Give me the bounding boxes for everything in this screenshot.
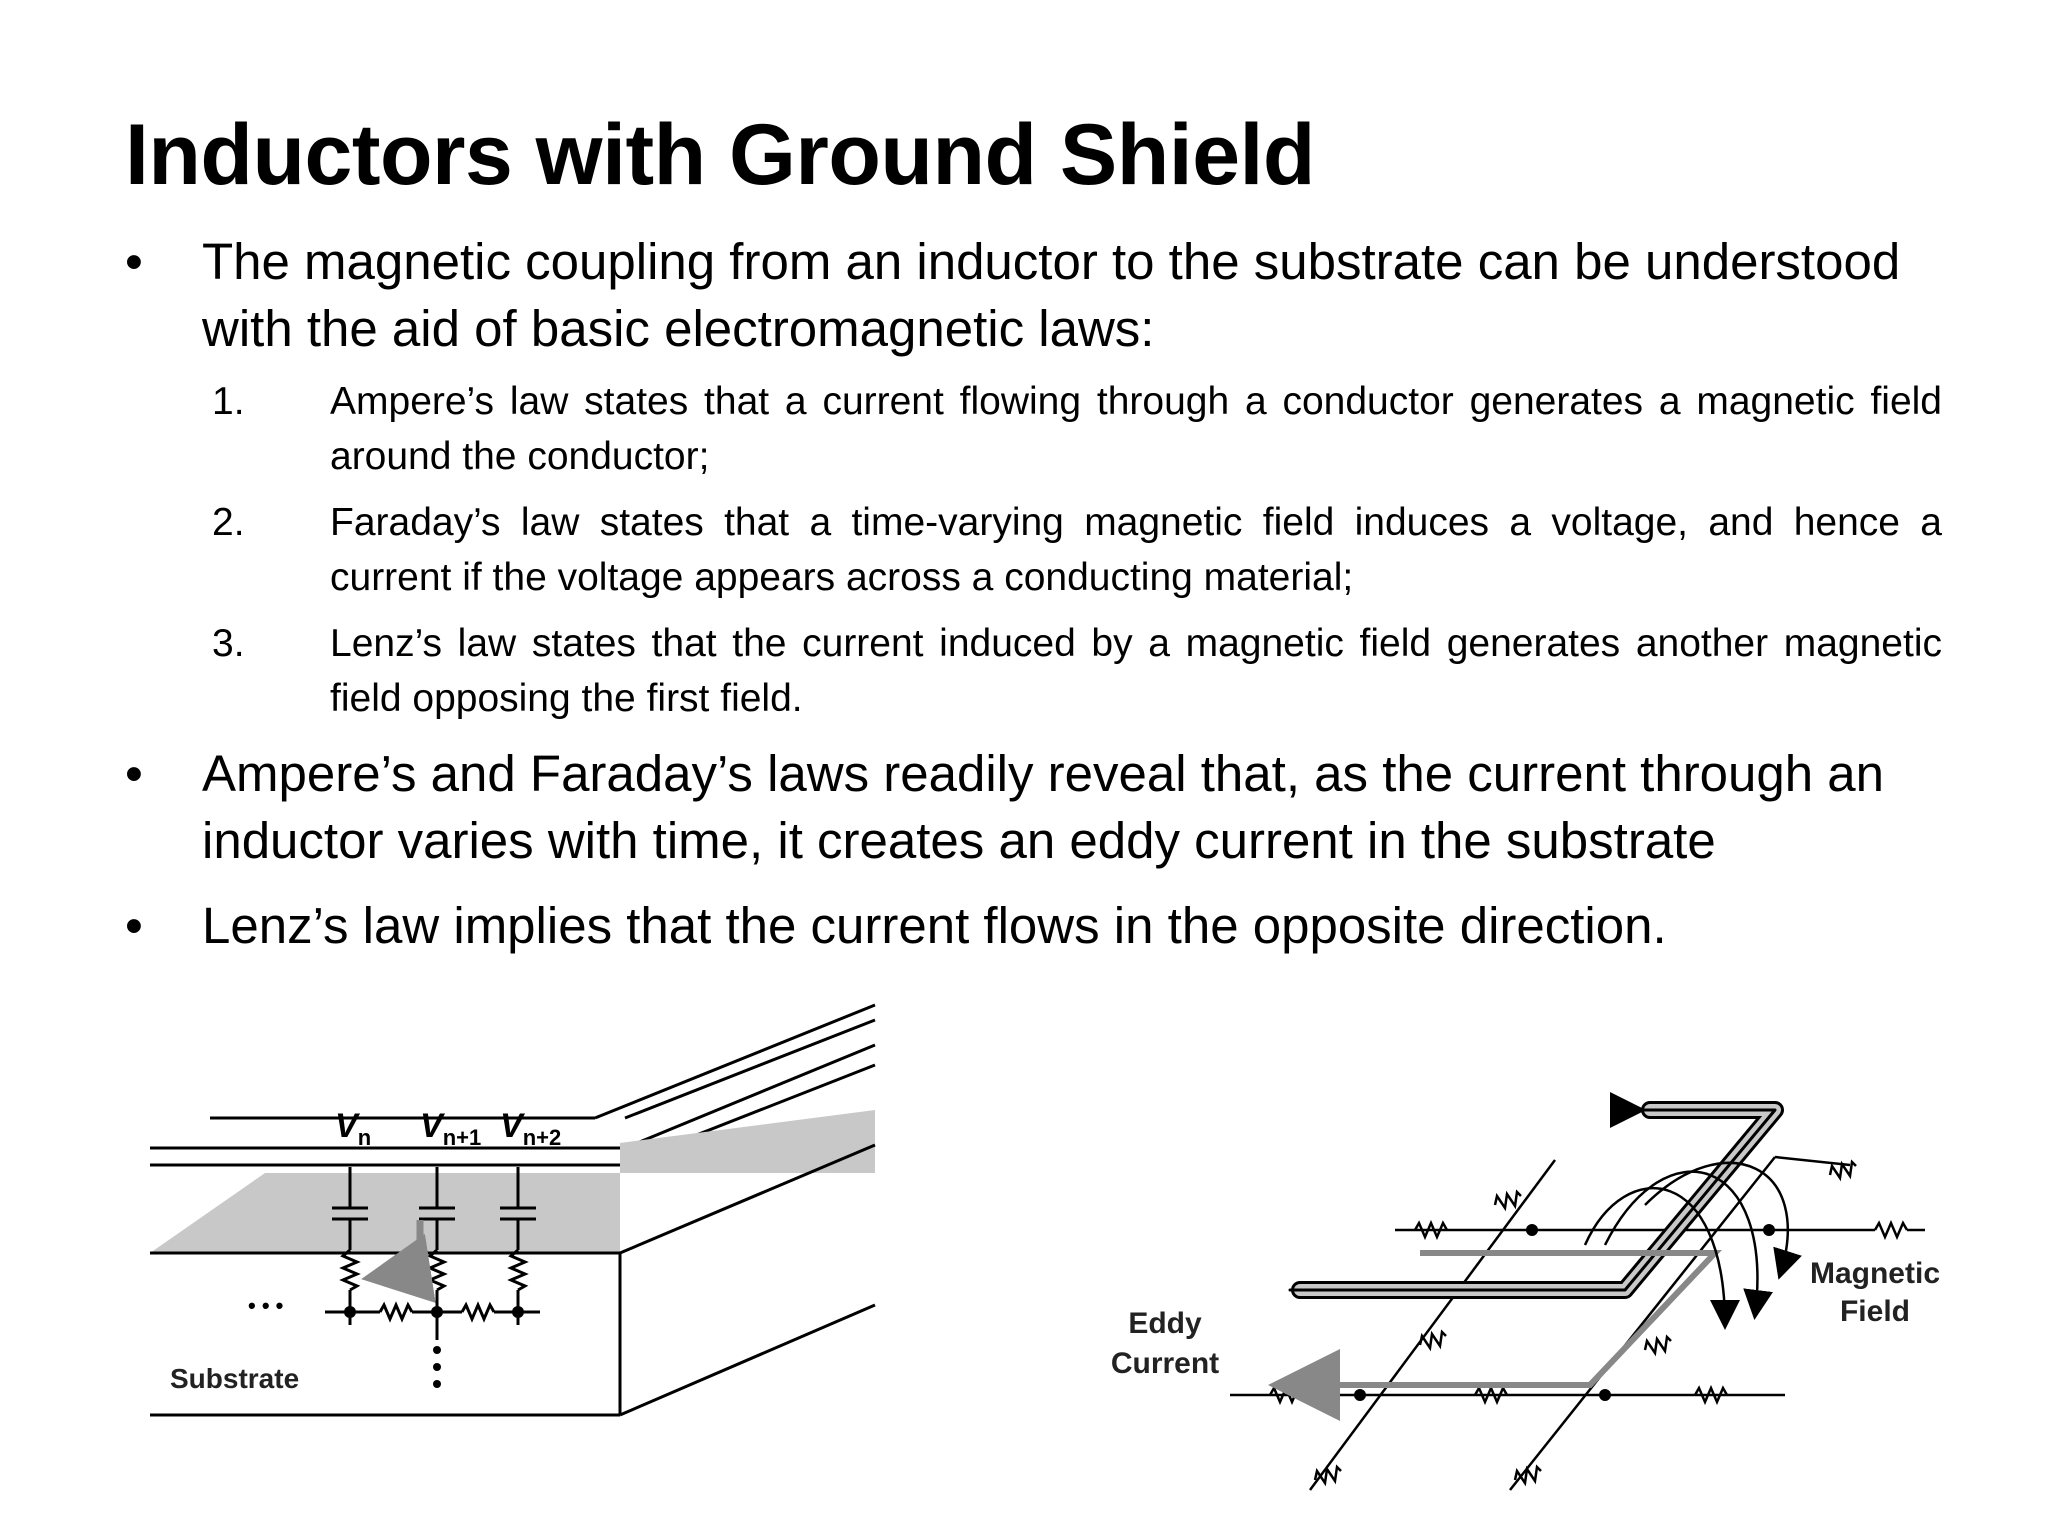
current-path-arrow <box>361 1220 436 1303</box>
substrate-block <box>150 1143 876 1417</box>
law-text: Faraday’s law states that a time-varying… <box>330 501 1942 599</box>
bullet-item-eddy-current: • Ampere’s and Faraday’s laws readily re… <box>125 740 1965 874</box>
substrate-coupling-diagram: Vn Vn+1 Vn+2 • • • Substrate <box>150 1003 876 1417</box>
law-number: 3. <box>212 622 245 665</box>
bullet-item-coupling: • The magnetic coupling from an inductor… <box>125 228 1965 362</box>
law-item-ampere: 1. Ampere’s law states that a current fl… <box>212 374 1942 484</box>
law-item-lenz: 3. Lenz’s law states that the current in… <box>212 616 1942 726</box>
magnetic-field-label-line2: Field <box>1840 1295 1910 1328</box>
bullet-marker: • <box>125 233 143 290</box>
substrate-top-plane <box>150 1173 620 1253</box>
law-text: Lenz’s law states that the current induc… <box>330 622 1942 720</box>
node-label-vn2: Vn+2 <box>500 1107 561 1150</box>
bullet-marker: • <box>125 897 143 954</box>
slide-title: Inductors with Ground Shield <box>125 107 1315 203</box>
bullet-item-lenz: • Lenz’s law implies that the current fl… <box>125 892 1965 959</box>
shield-plane <box>620 1110 875 1173</box>
grid-junction-dots <box>1354 1224 1775 1401</box>
magnetic-field-lines <box>1583 1161 1802 1330</box>
law-item-faraday: 2. Faraday’s law states that a time-vary… <box>212 495 1942 605</box>
law-number: 1. <box>212 380 245 423</box>
junction-dots <box>344 1306 524 1388</box>
law-text: Ampere’s law states that a current flowi… <box>330 380 1942 478</box>
magnetic-field-label-line1: Magnetic <box>1810 1257 1940 1290</box>
bullet-marker: • <box>125 745 143 802</box>
eddy-current-path <box>1268 1250 1722 1421</box>
inductor-trace <box>1288 1092 1784 1299</box>
node-label-vn: Vn <box>335 1107 371 1150</box>
eddy-current-diagram: Eddy Current Magnetic Field <box>1111 1092 1940 1491</box>
bullet-text: Lenz’s law implies that the current flow… <box>202 897 1667 954</box>
bullet-text: The magnetic coupling from an inductor t… <box>202 233 1901 357</box>
substrate-resistor-grid <box>1230 1155 1925 1491</box>
node-label-vn1: Vn+1 <box>420 1107 481 1150</box>
ellipsis-label: • • • <box>248 1293 283 1318</box>
substrate-label: Substrate <box>170 1363 299 1394</box>
bullet-text: Ampere’s and Faraday’s laws readily reve… <box>202 745 1885 869</box>
eddy-current-label-line2: Current <box>1111 1347 1219 1380</box>
eddy-current-label-line1: Eddy <box>1128 1307 1202 1340</box>
law-number: 2. <box>212 501 245 544</box>
